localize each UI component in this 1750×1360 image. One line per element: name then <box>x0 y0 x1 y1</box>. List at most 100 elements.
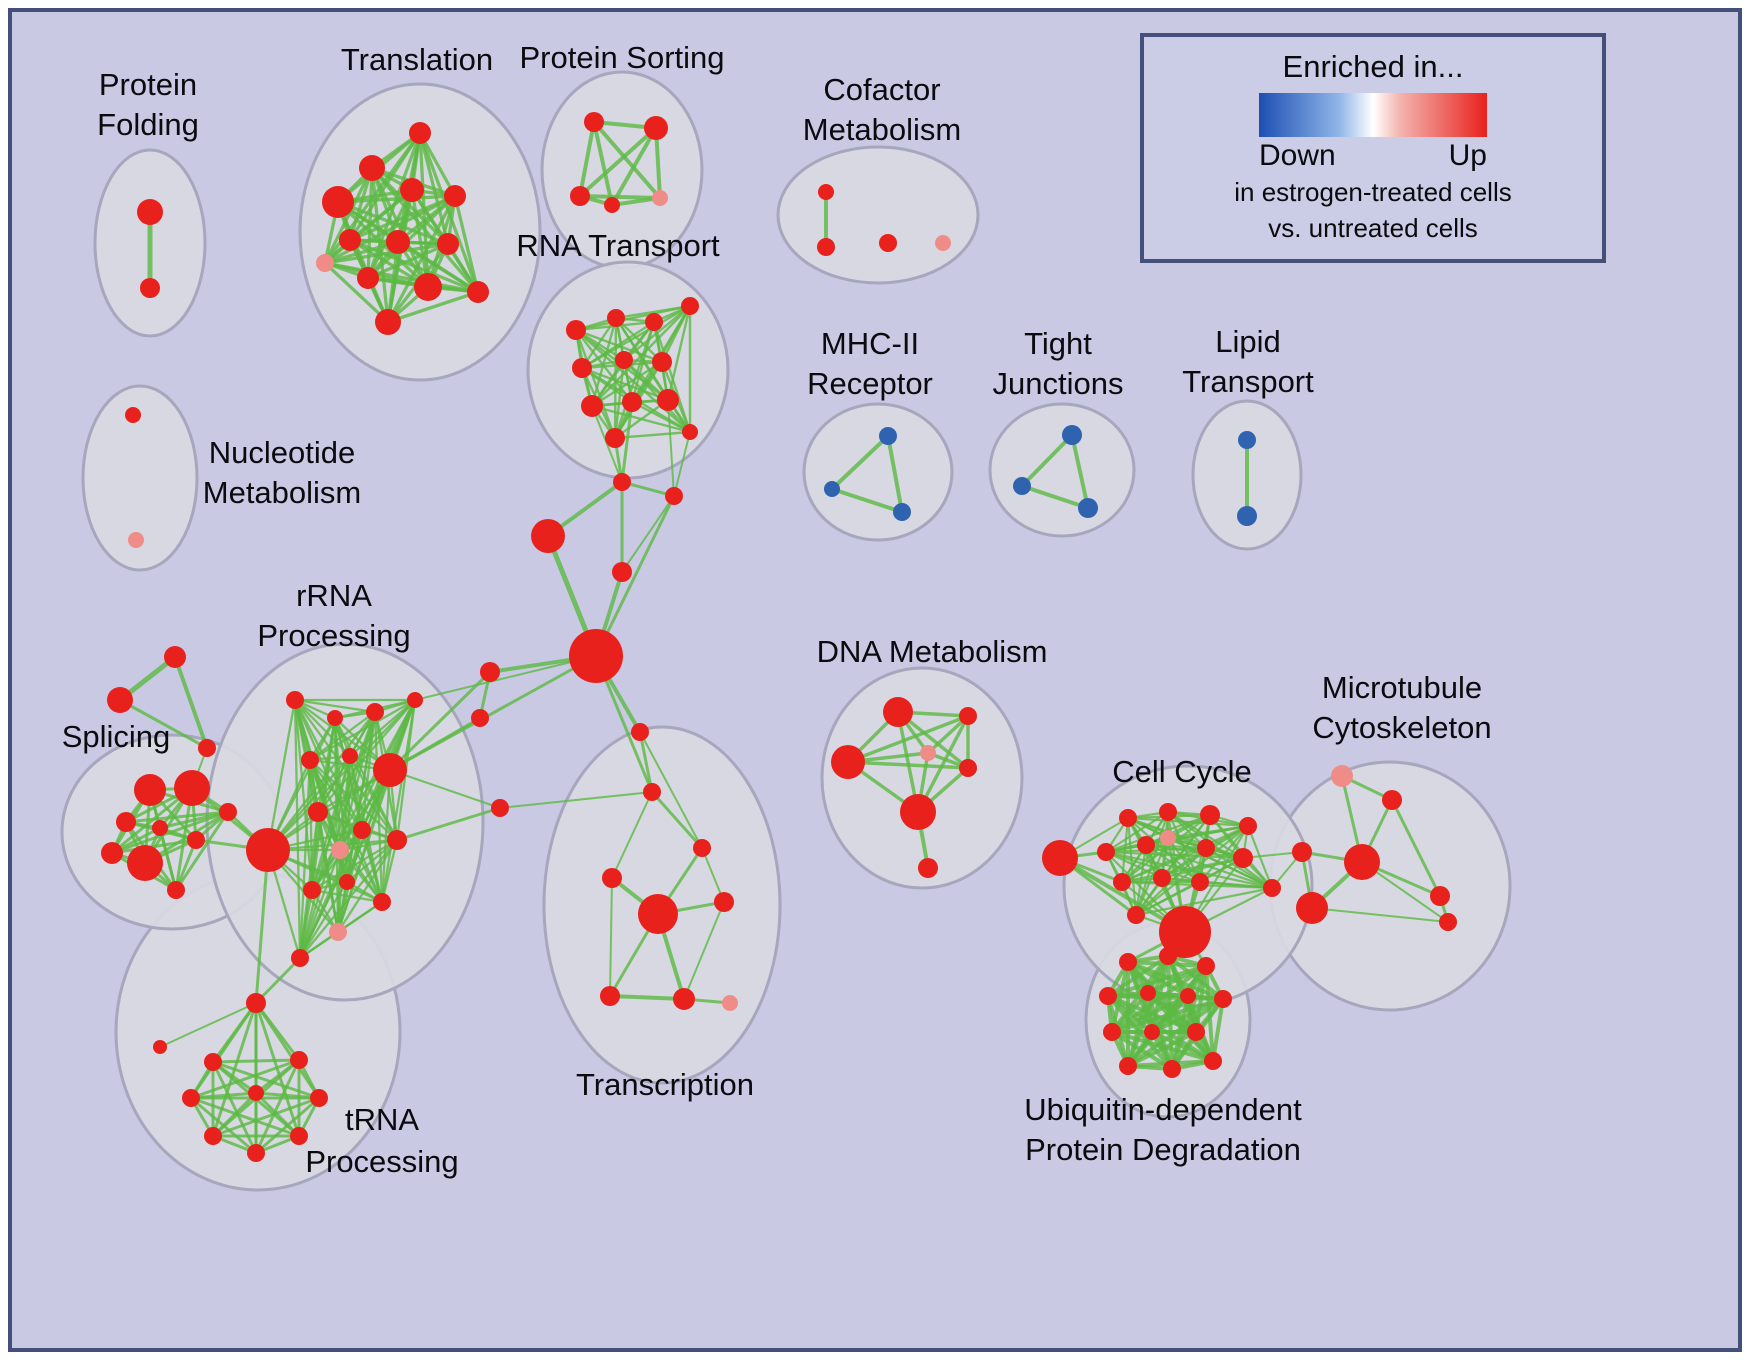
graph-nodes <box>101 112 1457 1162</box>
label-cofactor-metabolism: Metabolism <box>803 112 962 147</box>
node-cf3 <box>879 234 897 252</box>
edge-sp5-sp7 <box>110 838 198 855</box>
node-sp9 <box>167 881 185 899</box>
node-cf2 <box>817 238 835 256</box>
edge-ub2-ub4 <box>1106 954 1170 998</box>
node-rr8 <box>246 828 290 872</box>
label-protein-sorting: Protein Sorting <box>519 40 724 75</box>
node-dm6 <box>900 794 936 830</box>
node-cc1 <box>1119 809 1137 827</box>
node-ub3 <box>1197 957 1215 975</box>
node-tx4 <box>602 868 622 888</box>
node-tx6 <box>714 892 734 912</box>
legend-title: Enriched in... <box>1282 49 1464 84</box>
node-rt1 <box>566 320 586 340</box>
edge-cc2-cc5 <box>1104 810 1170 854</box>
edge-rr17-tn1 <box>254 956 302 1005</box>
edge-tn2-tn6 <box>211 1060 321 1100</box>
edge-ub7-ub9 <box>1150 997 1225 1034</box>
node-cc9 <box>1233 848 1253 868</box>
node-rt8 <box>581 395 603 417</box>
node-cf1 <box>818 184 834 200</box>
label-ubiquitin-degradation: Ubiquitin-dependent <box>1024 1092 1302 1127</box>
edge-rr1-rr3 <box>293 698 377 714</box>
node-rr2 <box>327 710 343 726</box>
edge-rt2-rt5 <box>580 316 618 370</box>
node-mc2 <box>1382 790 1402 810</box>
edge-tn5-tn8 <box>254 1091 301 1138</box>
edge-tn0-tn1 <box>159 1002 257 1048</box>
edge-cc3-cc5 <box>1104 813 1212 854</box>
node-ub9 <box>1144 1024 1160 1040</box>
node-tl2 <box>359 155 385 181</box>
node-rr9 <box>308 802 328 822</box>
node-cc4 <box>1239 817 1257 835</box>
node-rt11 <box>605 428 625 448</box>
edge-rr5-rr11 <box>308 758 364 832</box>
node-tx1 <box>631 723 649 741</box>
node-cc14 <box>1159 906 1211 958</box>
node-mc1 <box>1331 765 1353 787</box>
edge-tl5-tl9 <box>323 194 457 265</box>
edge-tx7-tx8 <box>608 994 686 1001</box>
edge-tx1-tx3 <box>639 731 703 849</box>
edge-mc6-mc7 <box>1311 907 1449 923</box>
edge-dm2-dm4 <box>926 714 970 755</box>
edge-ps2-ps4 <box>610 126 658 207</box>
node-ccL <box>1042 840 1078 876</box>
node-ps4 <box>604 197 620 213</box>
edge-rr10-rr16 <box>336 848 342 934</box>
label-tight-junctions: Tight <box>1024 326 1092 361</box>
edge-tl5-tl10 <box>366 194 457 280</box>
node-tn0 <box>153 1040 167 1054</box>
label-rrna-processing: Processing <box>257 618 410 653</box>
edge-ub5-ub11 <box>1126 991 1150 1068</box>
label-mhc-ii-receptor: MHC-II <box>821 326 919 361</box>
edge-tj1-tj2 <box>1020 433 1074 488</box>
node-sp1 <box>134 774 166 806</box>
edge-tj1-tj3 <box>1070 433 1090 510</box>
node-tr2 <box>107 687 133 713</box>
node-tl7 <box>386 230 410 254</box>
cluster-tight-junctions <box>988 402 1136 538</box>
node-rr1 <box>286 691 304 709</box>
node-sp7 <box>187 831 205 849</box>
node-rr10 <box>331 841 349 859</box>
edge-cn6-tx2 <box>499 791 653 809</box>
edge-ps1-ps3 <box>578 120 596 198</box>
edge-tl5-tl13 <box>453 194 480 294</box>
cluster-mhc-ii-receptor <box>802 402 954 542</box>
node-rr13 <box>303 881 321 899</box>
edge-tl5-tl12 <box>386 194 457 324</box>
edge-rt2-rt11 <box>613 316 618 440</box>
node-tx2 <box>643 783 661 801</box>
edge-rt4-rt5 <box>580 304 692 370</box>
edge-cn2-hub <box>594 494 676 658</box>
edge-tn1-tn6 <box>254 1001 321 1100</box>
edge-cn2-cn3 <box>621 495 675 573</box>
node-cc13 <box>1127 906 1145 924</box>
legend-gradient-bar <box>1259 93 1487 137</box>
label-rrna-processing: rRNA <box>296 578 372 613</box>
edge-cc9-cc11 <box>1160 856 1245 880</box>
node-rt2 <box>607 309 625 327</box>
node-ps3 <box>570 186 590 206</box>
label-transcription: Transcription <box>576 1067 754 1102</box>
node-tn7 <box>204 1127 222 1145</box>
label-dna-metabolism: DNA Metabolism <box>817 634 1048 669</box>
edge-ub7-ub13 <box>1211 997 1225 1063</box>
edge-tx2-tx3 <box>650 790 704 850</box>
node-rt9 <box>622 392 642 412</box>
node-rr3 <box>366 703 384 721</box>
edge-ub7-ub8 <box>1110 997 1225 1034</box>
edge-rr4-rr15 <box>380 698 417 904</box>
edge-tn6-tn9 <box>254 1096 321 1155</box>
edge-rr13-rr15 <box>310 888 384 904</box>
node-cnb <box>531 519 565 553</box>
edge-rr14-rr17 <box>298 880 349 960</box>
node-mh1 <box>879 427 897 445</box>
node-cc8 <box>1197 839 1215 857</box>
label-rna-transport: RNA Transport <box>516 228 720 263</box>
